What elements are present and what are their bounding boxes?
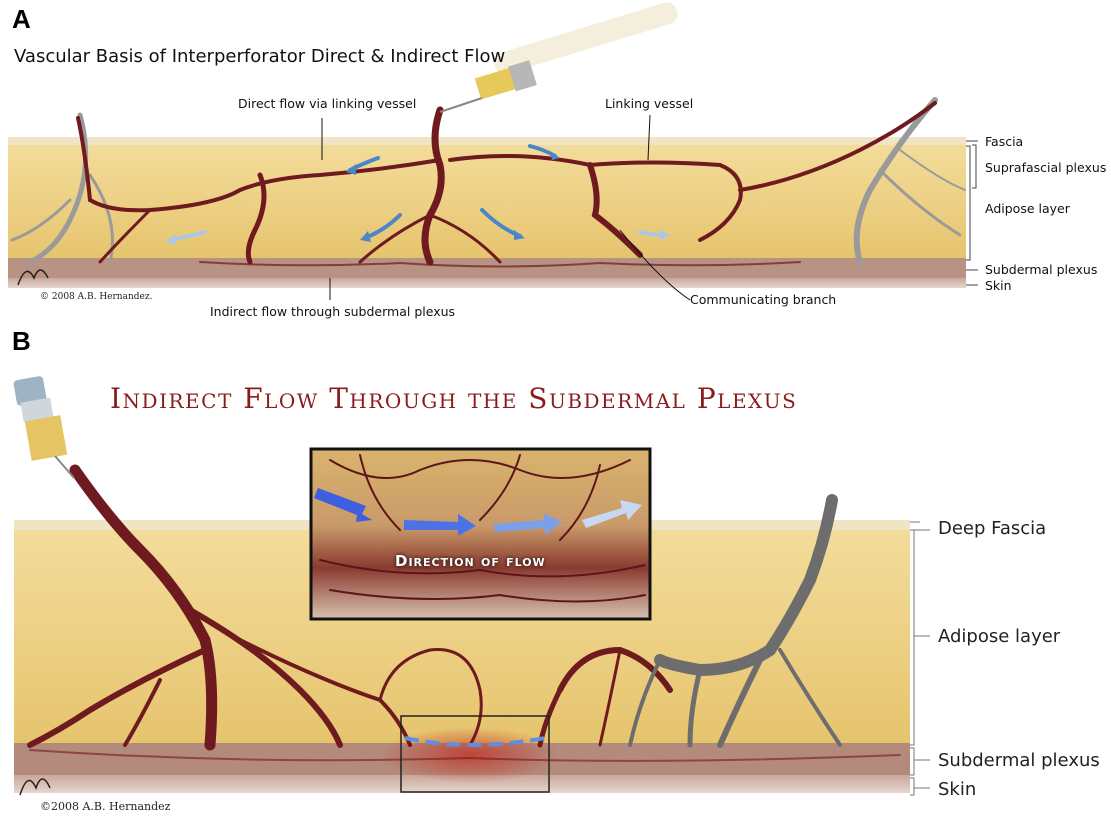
direct-flow-label: Direct flow via linking vessel [238, 96, 416, 111]
panel-b-syringe [13, 376, 74, 478]
layer-deep-fascia: Deep Fascia [938, 518, 1046, 539]
layer-subdermal-plexus-b: Subdermal plexus [938, 750, 1100, 771]
skin-layer [8, 278, 966, 288]
linking-vessel-label: Linking vessel [605, 96, 693, 111]
layer-fascia: Fascia [985, 134, 1023, 149]
layer-adipose-b: Adipose layer [938, 626, 1060, 647]
indirect-flow-label: Indirect flow through subdermal plexus [210, 304, 455, 319]
layer-skin: Skin [985, 278, 1012, 293]
panel-b-letter: B [12, 326, 31, 357]
panel-b-brackets [910, 522, 930, 795]
layer-suprafascial-plexus: Suprafascial plexus [985, 160, 1106, 175]
copyright-a: © 2008 A.B. Hernandez. [40, 292, 152, 302]
layer-skin-b: Skin [938, 779, 976, 800]
inset-magnified-plexus [311, 449, 650, 619]
communicating-branch-label: Communicating branch [690, 292, 836, 307]
panel-a-brackets [966, 141, 978, 285]
subdermal-plexus-layer [8, 258, 966, 278]
adipose-layer [8, 145, 966, 260]
panel-a-letter: A [12, 4, 31, 35]
panel-b-title: Indirect Flow Through the Subdermal Plex… [110, 382, 797, 415]
panel-a-title: Vascular Basis of Interperforator Direct… [14, 46, 505, 67]
fascia-layer [8, 137, 966, 145]
direction-of-flow-label: Direction of flow [395, 552, 546, 570]
layer-subdermal-plexus: Subdermal plexus [985, 262, 1097, 277]
layer-adipose: Adipose layer [985, 201, 1070, 216]
copyright-b: ©2008 A.B. Hernandez [40, 800, 170, 813]
